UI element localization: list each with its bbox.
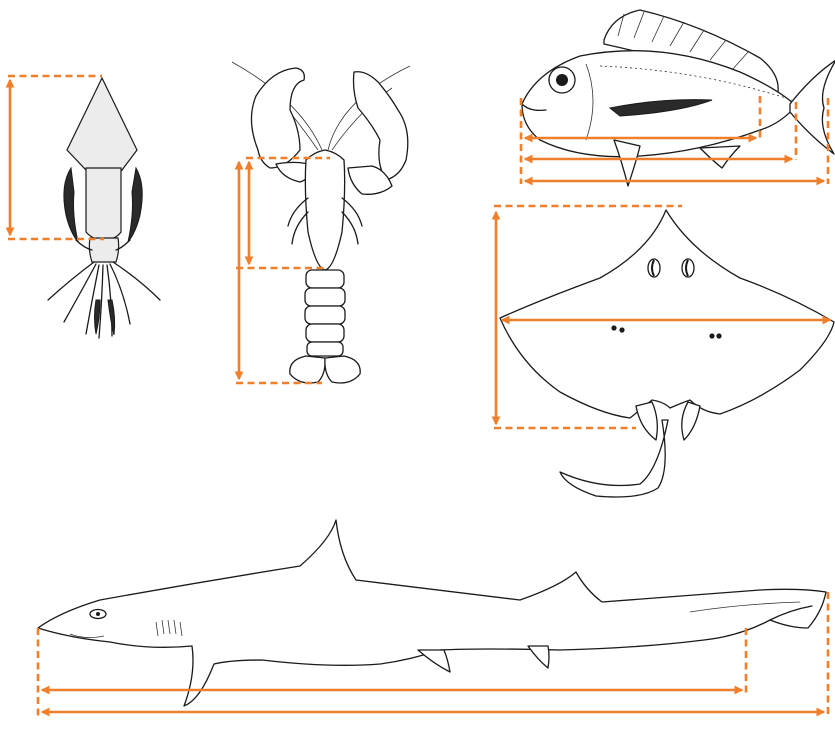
- squid-icon: [48, 78, 160, 338]
- ray-illustration: [494, 206, 834, 497]
- lobster-icon: [232, 62, 410, 383]
- lobster-illustration: [232, 62, 410, 383]
- shark-icon: [38, 520, 826, 706]
- fish-illustration: [521, 10, 835, 186]
- shark-illustration: [38, 520, 828, 716]
- squid-illustration: [8, 76, 160, 338]
- ray-icon: [500, 210, 834, 497]
